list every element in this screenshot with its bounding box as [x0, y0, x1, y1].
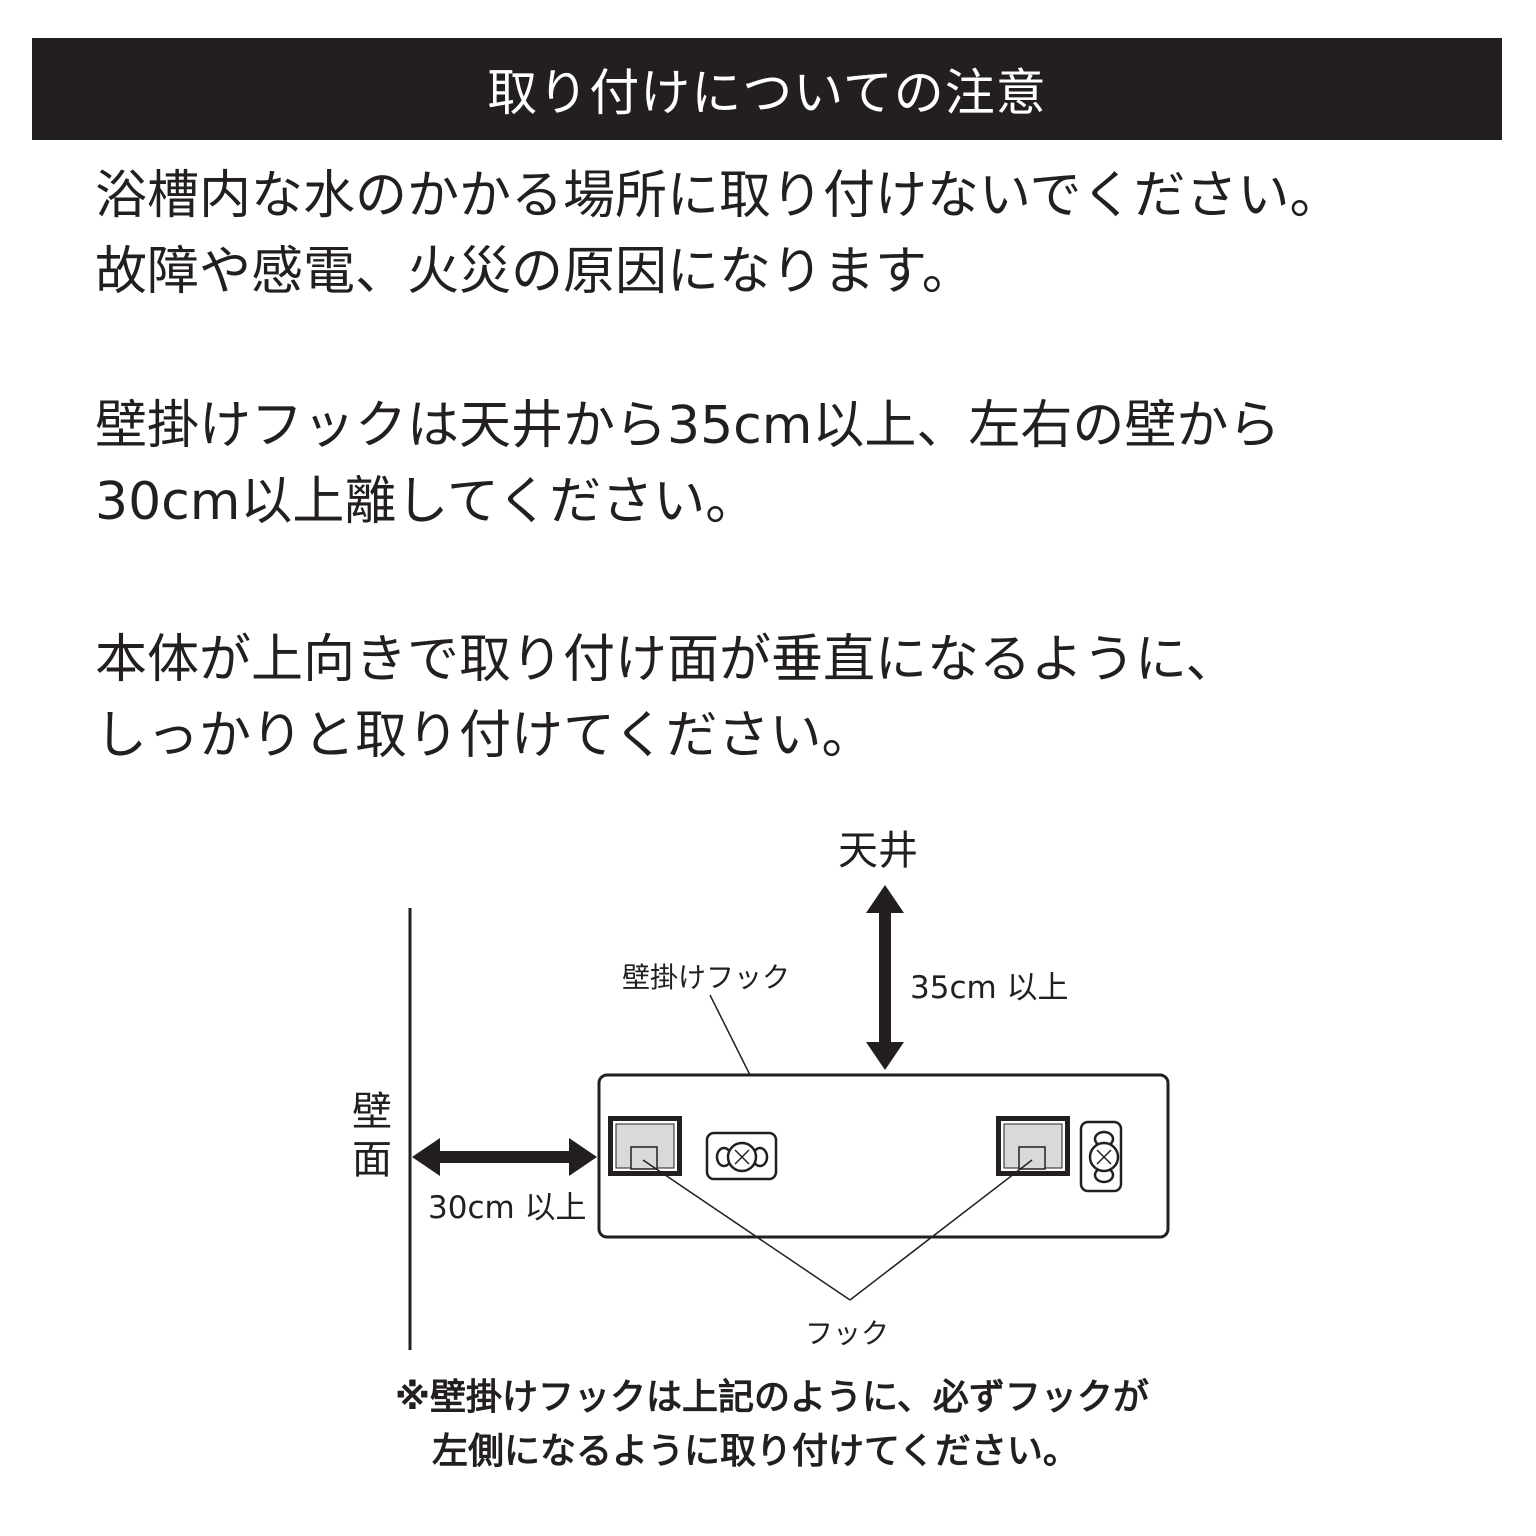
wall-label: 壁面: [352, 1089, 392, 1183]
hook-mount-label: 壁掛けフック: [622, 961, 791, 994]
wall-distance-label: 30cm 以上: [428, 1190, 587, 1226]
hook-label: フック: [805, 1317, 890, 1350]
ceiling-label: 天井: [838, 828, 918, 874]
footnote-line-2: 左側になるように取り付けてください。: [432, 1431, 1079, 1472]
note-2-line-2: 30cm以上離してください。: [95, 472, 758, 532]
screw-slot-left-icon: [705, 1131, 778, 1181]
section-header: 取り付けについての注意: [32, 38, 1502, 140]
footnote-line-1: ※壁掛けフックは上記のように、必ずフックが: [395, 1377, 1149, 1418]
screw-slot-right-icon: [1079, 1120, 1123, 1193]
section-title: 取り付けについての注意: [487, 64, 1047, 122]
note-1-line-1: 浴槽内な水のかかる場所に取り付けないでください。: [95, 166, 1342, 226]
hook-left: [608, 1116, 682, 1176]
hook-leaders: [642, 1159, 1033, 1301]
note-2-line-1: 壁掛けフックは天井から35cm以上、左右の壁から: [95, 396, 1281, 456]
note-3-line-1: 本体が上向きで取り付け面が垂直になるように、: [95, 630, 1238, 690]
wall-distance-arrow: [412, 1138, 597, 1176]
hook-mount-body: [597, 1073, 1170, 1239]
hook-right: [996, 1116, 1070, 1176]
note-3-line-2: しっかりと取り付けてください。: [95, 706, 874, 766]
ceiling-distance-arrow: [866, 885, 904, 1070]
ceiling-distance-label: 35cm 以上: [910, 970, 1069, 1006]
note-1-line-2: 故障や感電、火災の原因になります。: [95, 242, 974, 302]
